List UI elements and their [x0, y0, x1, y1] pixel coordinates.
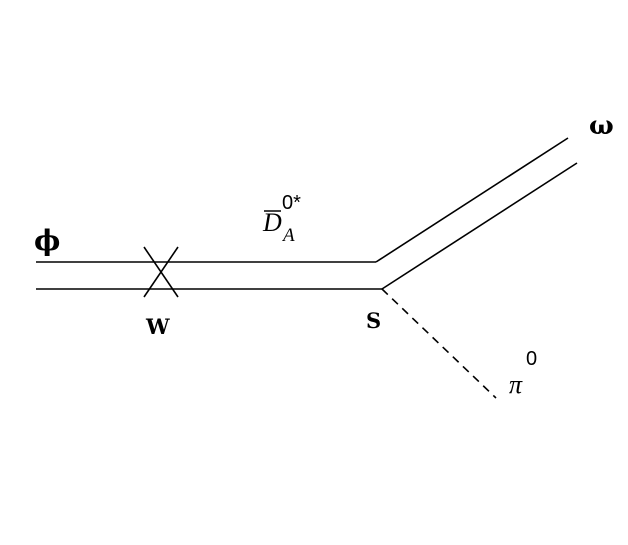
weak-vertex-label: W [146, 314, 170, 339]
intermediate-base: D [263, 208, 282, 237]
omega-label: ω [589, 111, 614, 141]
intermediate-subscript: A [283, 225, 295, 246]
pion-charge: 0 [526, 348, 538, 370]
strong-vertex-label: S [366, 308, 382, 333]
phi-label: ϕ [34, 224, 61, 257]
pion-symbol: π [509, 370, 523, 399]
weak-vertex-cross-b [143, 246, 179, 298]
outgoing-omega-line-bottom [381, 162, 578, 290]
intermediate-superscript: 0* [282, 192, 301, 214]
outgoing-omega-line-top [375, 137, 569, 263]
outgoing-pion-line [381, 288, 497, 399]
